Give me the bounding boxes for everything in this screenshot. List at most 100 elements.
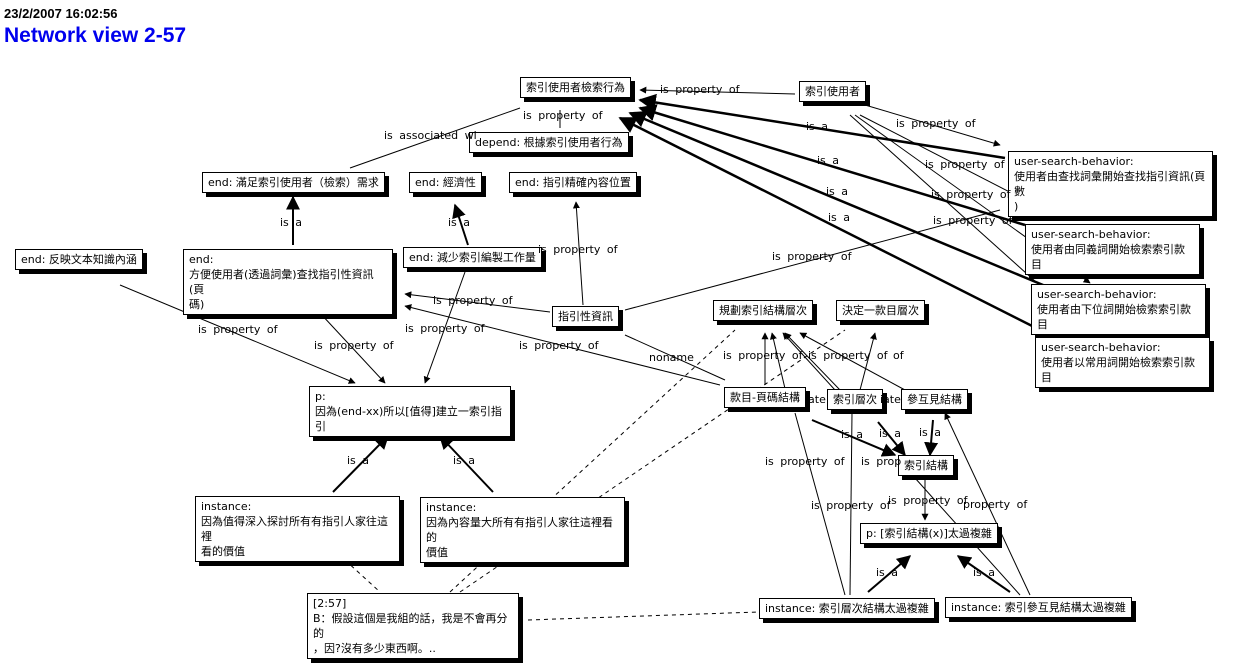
- edge-line: [639, 86, 796, 95]
- node[interactable]: end: 反映文本知識內涵: [15, 249, 143, 270]
- node[interactable]: p: 因為(end-xx)所以[值得]建立一索引指引: [309, 386, 511, 437]
- edge-label: is property of: [888, 494, 968, 507]
- node[interactable]: 索引層次: [827, 389, 883, 410]
- edge-line: [624, 209, 1001, 311]
- node[interactable]: instance: 索引層次結構太過複雜: [759, 598, 935, 619]
- page-title: Network view 2-57: [4, 24, 187, 47]
- edge-line: [349, 107, 521, 169]
- edge-line: [459, 329, 846, 593]
- edge-line: [849, 412, 853, 596]
- edge-label: is a: [828, 211, 851, 224]
- node[interactable]: end: 滿足索引使用者（檢索）需求: [202, 172, 385, 193]
- edge-label: is property of: [896, 117, 976, 130]
- edge-label: is property of: [314, 339, 394, 352]
- edge-label: is property of: [660, 83, 740, 96]
- node[interactable]: user-search-behavior: 使用者由下位詞開始檢索索引款目: [1031, 284, 1206, 335]
- edge-line: [867, 555, 912, 593]
- edge-line: [638, 104, 1026, 227]
- edge-label: is property of: [765, 455, 845, 468]
- edge-line: [439, 434, 494, 493]
- node[interactable]: 款目-頁碼結構: [724, 387, 806, 408]
- edge-line: [624, 334, 726, 381]
- node[interactable]: 索引使用者檢索行為: [520, 77, 631, 98]
- edge-line: [859, 332, 877, 391]
- edge-line: [332, 435, 389, 493]
- edge-line: [794, 412, 846, 596]
- edge-label: is property of: [931, 188, 1011, 201]
- node[interactable]: depend: 根據索引使用者行為: [469, 132, 629, 153]
- edge-line: [924, 419, 939, 457]
- node[interactable]: user-search-behavior: 使用者由查找詞彙開始查找指引資訊(頁…: [1008, 151, 1213, 217]
- timestamp: 23/2/2007 16:02:56: [4, 6, 118, 21]
- edge-line: [404, 291, 551, 313]
- node[interactable]: instance: 因為內容量大所有有指引人家往這裡看的 價值: [420, 497, 625, 563]
- edge-label: is property of: [925, 158, 1005, 171]
- edge-line: [956, 555, 1011, 593]
- edge-label: is a: [973, 566, 996, 579]
- edge-line: [423, 271, 466, 384]
- edge-label: is a: [453, 454, 476, 467]
- edge-line: [782, 332, 836, 391]
- edge-line: [119, 284, 356, 384]
- edge-label: noname: [649, 351, 694, 364]
- node[interactable]: 參互見結構: [901, 389, 968, 410]
- edge-label: is property of: [808, 349, 888, 362]
- node[interactable]: 索引結構: [898, 455, 954, 476]
- edge-label: is a: [841, 428, 864, 441]
- edge-line: [799, 332, 906, 391]
- node[interactable]: 決定一款目層次: [836, 300, 925, 321]
- edge-label: is a: [876, 566, 899, 579]
- edge-label: is a: [879, 427, 902, 440]
- node[interactable]: end: 指引精確內容位置: [509, 172, 637, 193]
- edge-label: is property of: [811, 499, 891, 512]
- node[interactable]: user-search-behavior: 使用者以常用詞開始檢索索引款目: [1035, 337, 1210, 388]
- edge-label: iate: [805, 393, 826, 406]
- node[interactable]: [2:57] B：假設這個是我組的話，我是不會再分的 ，因?沒有多少東西啊。..: [307, 593, 519, 659]
- edge-line: [452, 203, 469, 246]
- edge-line: [864, 104, 1001, 147]
- edge-line: [572, 201, 584, 306]
- node[interactable]: 規劃索引結構層次: [713, 300, 813, 321]
- node[interactable]: 索引使用者: [799, 81, 866, 102]
- node[interactable]: p: [索引結構(x)]太過複雜: [860, 523, 998, 544]
- edge-label: is property of: [405, 322, 485, 335]
- edge-label: iate: [880, 393, 901, 406]
- node[interactable]: end: 減少索引編製工作量: [403, 247, 542, 268]
- edge-label: is property of: [433, 294, 513, 307]
- edge-line: [638, 93, 1006, 160]
- node[interactable]: 指引性資訊: [552, 306, 619, 327]
- edge-line: [784, 332, 841, 391]
- edge-label: is property of: [198, 323, 278, 336]
- edge-label: of: [893, 349, 904, 362]
- edge-line: [319, 312, 386, 384]
- edge-label: is a: [919, 426, 942, 439]
- edge-label: is a: [826, 185, 849, 198]
- edge-line: [944, 412, 1031, 596]
- edge-label: is a: [817, 154, 840, 167]
- edge-label: is a: [347, 454, 370, 467]
- edge-label: is property of: [933, 214, 1013, 227]
- edge-label: is a: [448, 216, 471, 229]
- edge-line: [618, 116, 1051, 337]
- edge-line: [811, 419, 897, 457]
- node[interactable]: instance: 索引參互見結構太過複雜: [945, 597, 1132, 618]
- edge-label: is a: [280, 216, 303, 229]
- edge-label: is a: [806, 120, 829, 133]
- node[interactable]: end: 方便使用者(透過詞彙)查找指引性資訊(頁 碼): [183, 249, 393, 315]
- edge-label: is property of: [538, 243, 618, 256]
- edge-line: [344, 559, 381, 593]
- edge-label: is property of: [772, 250, 852, 263]
- edge-label: is associated wi: [384, 129, 477, 142]
- node[interactable]: user-search-behavior: 使用者由同義詞開始檢索索引款目: [1025, 224, 1200, 275]
- edge-line: [877, 421, 906, 457]
- edge-line: [404, 304, 721, 386]
- edge-label: is property of: [523, 109, 603, 122]
- edge-line: [527, 611, 759, 621]
- edge-label: is property of: [723, 349, 803, 362]
- edge-label: property of: [963, 498, 1028, 511]
- node[interactable]: end: 經濟性: [409, 172, 482, 193]
- edge-label: is property of: [519, 339, 599, 352]
- node[interactable]: instance: 因為值得深入探討所有有指引人家往這裡 看的價值: [195, 496, 400, 562]
- edge-line: [628, 110, 1056, 292]
